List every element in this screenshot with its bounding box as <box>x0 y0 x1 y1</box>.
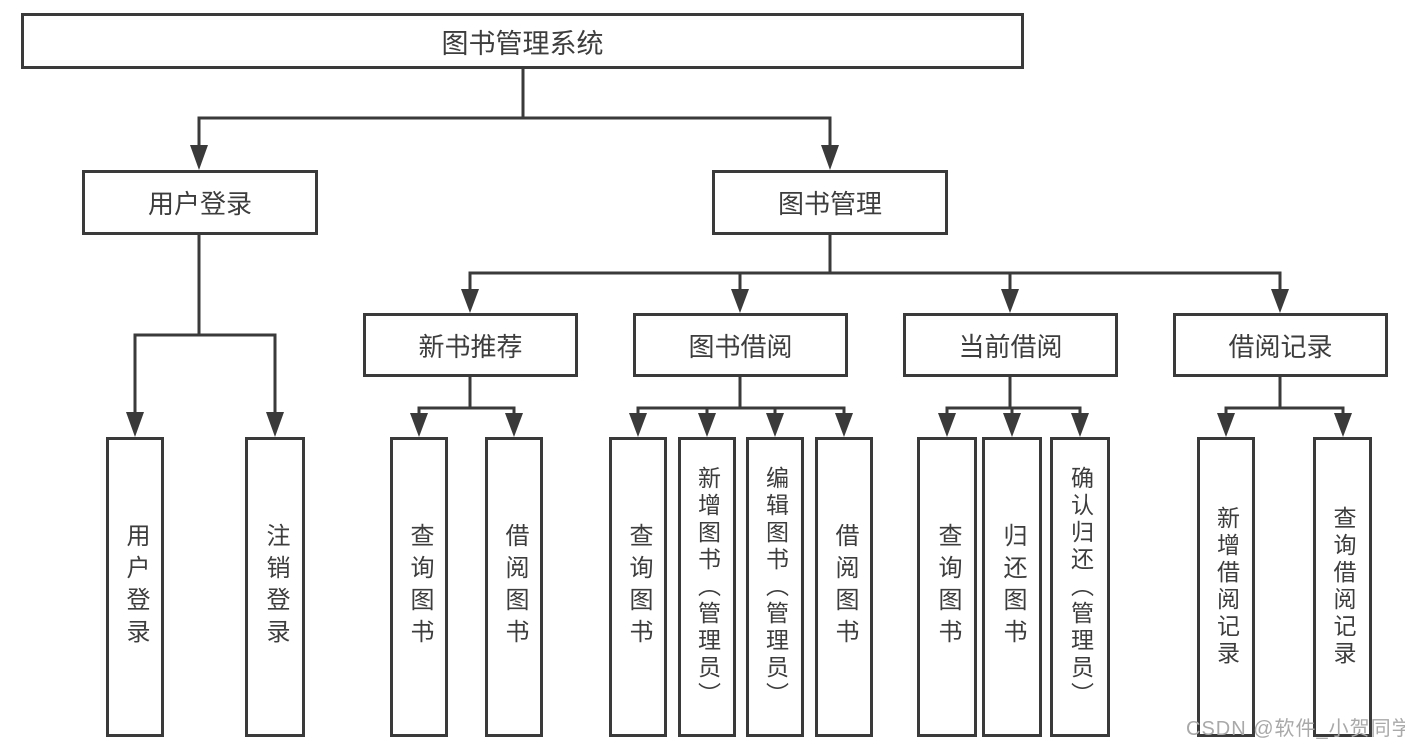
node-user-login: 用户登录 <box>82 170 318 235</box>
leaf-query-books-current: 查询图书 <box>917 437 977 737</box>
leaf-confirm-return-admin: 确认归还（管理员） <box>1050 437 1110 737</box>
node-label: 查询图书 <box>406 523 433 651</box>
node-library-management-system: 图书管理系统 <box>21 13 1024 69</box>
node-label: 图书借阅 <box>688 331 793 362</box>
leaf-query-borrow-record: 查询借阅记录 <box>1313 437 1372 737</box>
node-borrowing-records: 借阅记录 <box>1173 313 1388 377</box>
leaf-borrow-books-recommend: 借阅图书 <box>485 437 543 737</box>
leaf-edit-books-admin: 编辑图书（管理员） <box>746 437 804 737</box>
leaf-query-books-borrowing: 查询图书 <box>609 437 667 737</box>
node-new-book-recommend: 新书推荐 <box>363 313 578 377</box>
node-label: 用户登录 <box>147 189 252 219</box>
node-label: 查询借阅记录 <box>1330 506 1356 668</box>
node-label: 归还图书 <box>999 523 1026 651</box>
leaf-add-borrow-record: 新增借阅记录 <box>1197 437 1255 737</box>
node-label: 图书管理 <box>777 189 882 219</box>
leaf-query-books-recommend: 查询图书 <box>390 437 448 737</box>
node-label: 注销登录 <box>262 523 289 651</box>
leaf-return-books: 归还图书 <box>982 437 1042 737</box>
node-label: 查询图书 <box>934 523 961 651</box>
node-label: 借阅图书 <box>831 523 858 651</box>
csdn-watermark: CSDN @软件_小贺同学 <box>1186 718 1405 740</box>
leaf-user-login: 用户登录 <box>106 437 164 737</box>
leaf-borrow-books: 借阅图书 <box>815 437 873 737</box>
node-book-management: 图书管理 <box>712 170 948 235</box>
node-label: 编辑图书（管理员） <box>762 465 789 709</box>
node-current-borrowing: 当前借阅 <box>903 313 1118 377</box>
node-label: 借阅图书 <box>501 523 528 651</box>
node-label: 用户登录 <box>122 523 149 651</box>
node-label: 新增图书（管理员） <box>694 465 721 709</box>
node-label: 新增借阅记录 <box>1213 506 1240 668</box>
node-label: 新书推荐 <box>418 331 523 362</box>
leaf-add-books-admin: 新增图书（管理员） <box>678 437 736 737</box>
leaf-logout: 注销登录 <box>245 437 305 737</box>
node-label: 图书管理系统 <box>441 28 604 59</box>
node-label: 查询图书 <box>625 523 652 651</box>
node-label: 借阅记录 <box>1228 331 1333 362</box>
node-book-borrowing: 图书借阅 <box>633 313 848 377</box>
node-label: 确认归还（管理员） <box>1067 465 1094 709</box>
node-label: 当前借阅 <box>958 331 1063 362</box>
